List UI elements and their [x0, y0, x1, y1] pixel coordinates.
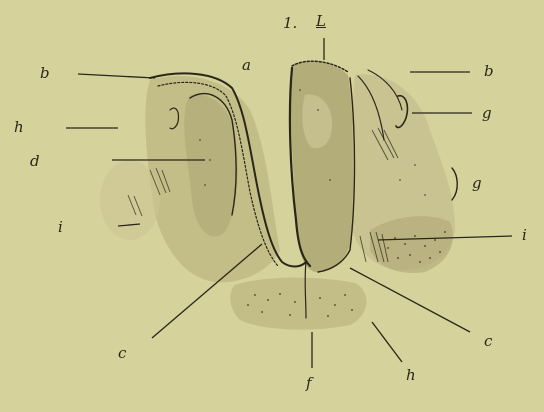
label-b-left: b: [40, 66, 50, 81]
label-i-left: i: [58, 220, 63, 235]
g-structure-lower: [452, 168, 457, 200]
label-g-lower: g: [472, 176, 482, 191]
right-dense-region: [370, 216, 453, 273]
tissue-shading: [100, 62, 455, 330]
label-h-left: h: [14, 120, 24, 135]
label-d: d: [30, 154, 40, 169]
label-L: L: [316, 14, 326, 29]
base-mass: [230, 278, 366, 330]
label-h-bottom: h: [406, 368, 416, 383]
leader-h-bottom: [372, 322, 402, 362]
label-f: f: [306, 376, 312, 391]
figure-number: 1.: [283, 16, 297, 31]
leader-b-left: [78, 74, 155, 78]
label-i-right: i: [522, 228, 527, 243]
label-c-right: c: [484, 334, 492, 349]
label-c-left: c: [118, 346, 126, 361]
central-column: [291, 62, 354, 272]
label-a: a: [242, 58, 251, 73]
label-b-right: b: [484, 64, 494, 79]
label-g-upper: g: [482, 106, 492, 121]
leader-c-right: [350, 268, 470, 332]
